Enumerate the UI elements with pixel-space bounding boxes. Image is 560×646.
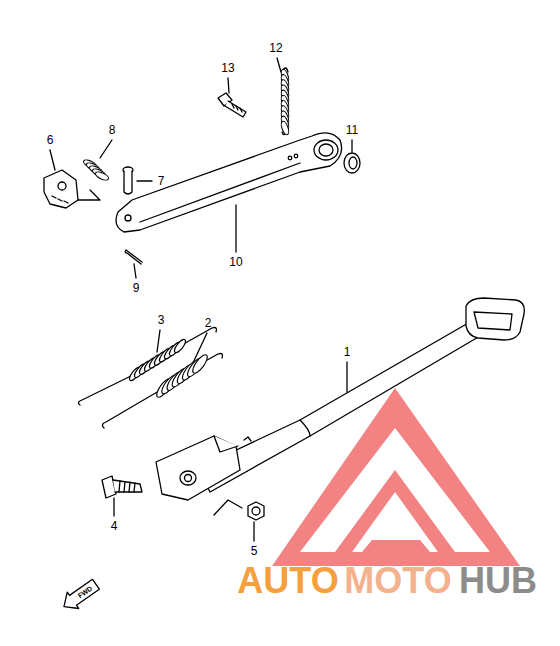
callout-number: 5 xyxy=(251,545,258,557)
callout-number: 4 xyxy=(111,520,118,532)
nut xyxy=(248,502,264,520)
forward-arrow xyxy=(58,576,101,615)
side-stand xyxy=(156,298,524,500)
brake-pedal xyxy=(116,133,342,232)
stand-spring xyxy=(102,353,222,428)
direction-label: FWD xyxy=(76,585,93,600)
callout-number: 8 xyxy=(109,124,116,136)
bolt xyxy=(218,93,246,117)
callout-number: 13 xyxy=(221,62,234,74)
cotter-pin xyxy=(125,250,142,264)
callout-number: 1 xyxy=(344,346,351,358)
washer xyxy=(344,153,360,173)
watermark-text: MOTO xyxy=(344,563,451,599)
callout-number: 9 xyxy=(133,282,140,294)
stand-spring xyxy=(78,328,216,406)
clevis-spring xyxy=(82,158,109,181)
pivot-bolt xyxy=(102,476,142,498)
callout-number: 12 xyxy=(269,42,282,54)
callout-number: 10 xyxy=(229,256,242,268)
callout-number: 7 xyxy=(158,175,165,187)
callout-number: 3 xyxy=(158,314,165,326)
callout-number: 2 xyxy=(205,317,212,329)
watermark-text: HUB xyxy=(459,563,537,599)
callout-number: 6 xyxy=(47,134,54,146)
callout-number: 11 xyxy=(346,124,358,136)
leader-lines xyxy=(50,58,352,541)
clevis xyxy=(44,170,78,208)
pin xyxy=(123,167,133,194)
return-spring xyxy=(280,68,290,136)
watermark-text: AUTO xyxy=(237,563,338,599)
